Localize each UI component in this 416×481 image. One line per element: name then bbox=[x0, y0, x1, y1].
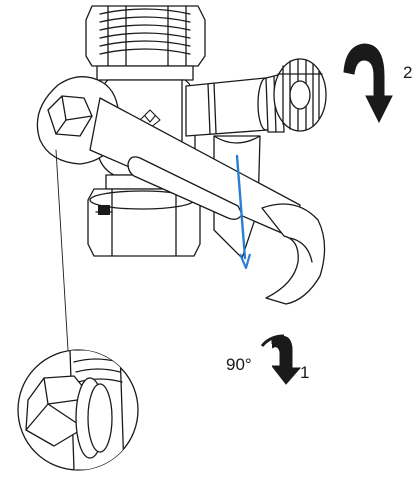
leader-line bbox=[55, 149, 69, 351]
hex-nut-detail-icon bbox=[17, 349, 139, 471]
knurled-knob-icon bbox=[273, 58, 327, 132]
clockwise-rotation-arrow-icon bbox=[343, 43, 393, 124]
flow-direction-arrow-icon bbox=[235, 154, 252, 270]
step-2-label: 2 bbox=[403, 63, 413, 82]
rotation-angle-label: 90° bbox=[226, 355, 252, 374]
quarter-turn-arrow-icon bbox=[260, 334, 302, 385]
step-1-label: 1 bbox=[300, 363, 310, 382]
open-end-wrench-icon bbox=[36, 76, 326, 305]
